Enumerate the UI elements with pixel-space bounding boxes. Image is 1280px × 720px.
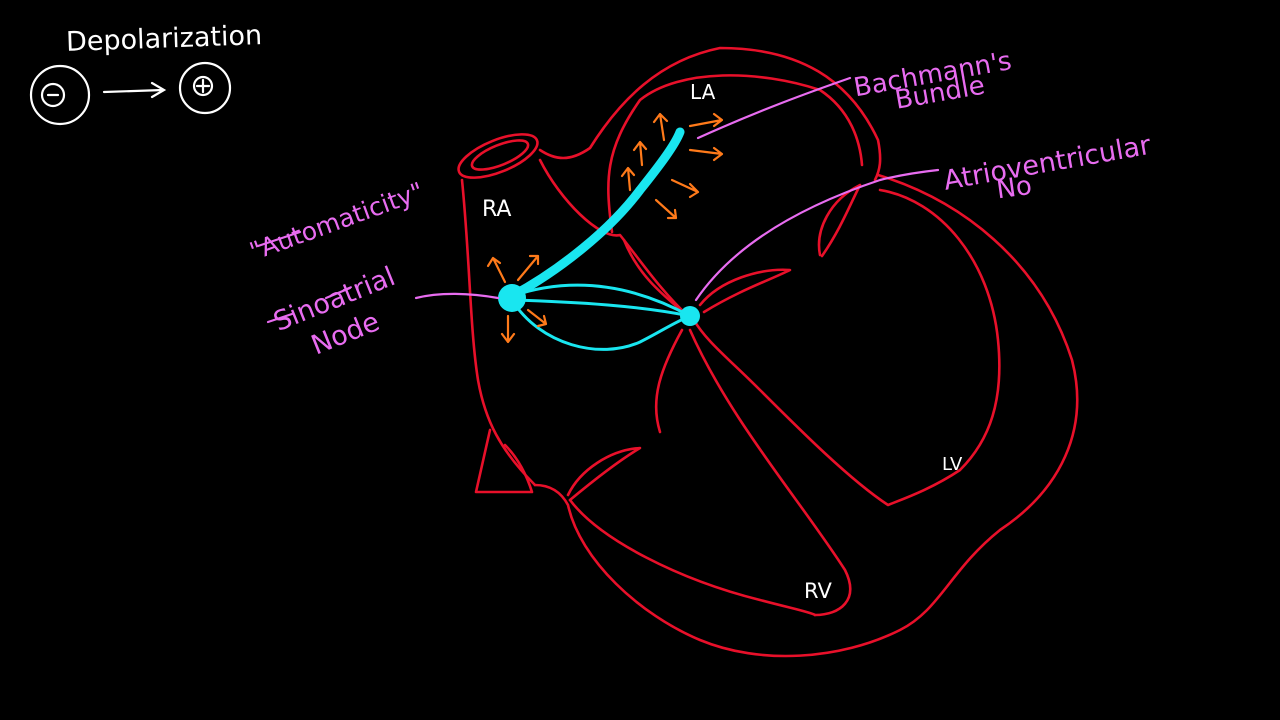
- left-ventricle-cavity: [692, 188, 1001, 507]
- septum-left-edge: [654, 328, 684, 434]
- arrow-sa-up-left: [486, 256, 507, 284]
- mitral-valve-flap: [817, 183, 862, 258]
- bachmann-pointer: [696, 76, 852, 140]
- right-ventricle-cavity: [568, 498, 817, 617]
- arrow-sa-down: [500, 314, 516, 344]
- label-av-node-partial: No: [995, 171, 1034, 206]
- interventricular-septum: [688, 328, 852, 617]
- arrow-sa-up-right: [516, 254, 540, 282]
- sinoatrial-underline-2: [324, 286, 352, 300]
- impulse-arrows: [486, 112, 724, 344]
- label-right-ventricle: RV: [804, 579, 832, 603]
- arrow-sa-down-right: [526, 308, 548, 328]
- bachmanns-bundle-path: [507, 127, 685, 301]
- sa-node-pointer: [414, 292, 500, 300]
- internodal-tract-lower: [510, 298, 692, 351]
- positive-cell-outer: [178, 61, 232, 115]
- superior-vena-cava-opening: [457, 133, 539, 179]
- inferior-vena-cava: [474, 428, 534, 494]
- positive-cell-inner: [192, 75, 214, 97]
- arrow-la-up-3: [652, 112, 669, 142]
- label-right-atrium: RA: [482, 197, 511, 222]
- legend-title: Depolarization: [65, 20, 262, 58]
- internodal-tract-upper: [510, 283, 692, 318]
- av-valve-flap: [698, 268, 792, 314]
- arrow-la-down: [654, 198, 678, 220]
- internodal-tract-middle: [510, 298, 692, 318]
- arrow-la-right-2: [688, 146, 724, 162]
- right-atrium-wall: [460, 178, 537, 487]
- right-atrium-inner-wall: [538, 158, 692, 320]
- depolarization-legend: Depolarization: [29, 20, 263, 126]
- superior-vena-cava-inner: [470, 139, 530, 171]
- conduction-system: [498, 127, 700, 351]
- label-left-atrium: LA: [690, 80, 716, 104]
- pointer-lines: [414, 76, 940, 302]
- arrow-la-up-1: [620, 166, 636, 192]
- atrioventricular-node: [680, 306, 700, 326]
- depolarization-arrow: [102, 81, 167, 99]
- sinoatrial-node: [498, 284, 526, 312]
- tricuspid-flap: [566, 446, 642, 502]
- label-left-ventricle: LV: [942, 454, 963, 475]
- negative-cell-outer: [29, 64, 91, 126]
- arrow-la-right-1: [688, 112, 724, 128]
- plus-sign: [195, 78, 211, 94]
- label-automaticity: "Automaticity": [246, 177, 428, 267]
- automaticity-underline: [256, 230, 302, 248]
- heart-outline: [457, 46, 1079, 658]
- left-atrium-inner: [607, 74, 864, 234]
- av-node-pointer: [694, 168, 940, 302]
- arrow-la-up-2: [632, 140, 648, 167]
- left-atrium-top: [538, 46, 882, 182]
- negative-cell-inner: [40, 82, 66, 108]
- label-atrioventricular: Atrioventricular: [941, 130, 1154, 197]
- arrow-la-right-3: [670, 178, 700, 199]
- heart-outer-wall: [533, 173, 1079, 658]
- sinoatrial-underline-1: [266, 312, 294, 324]
